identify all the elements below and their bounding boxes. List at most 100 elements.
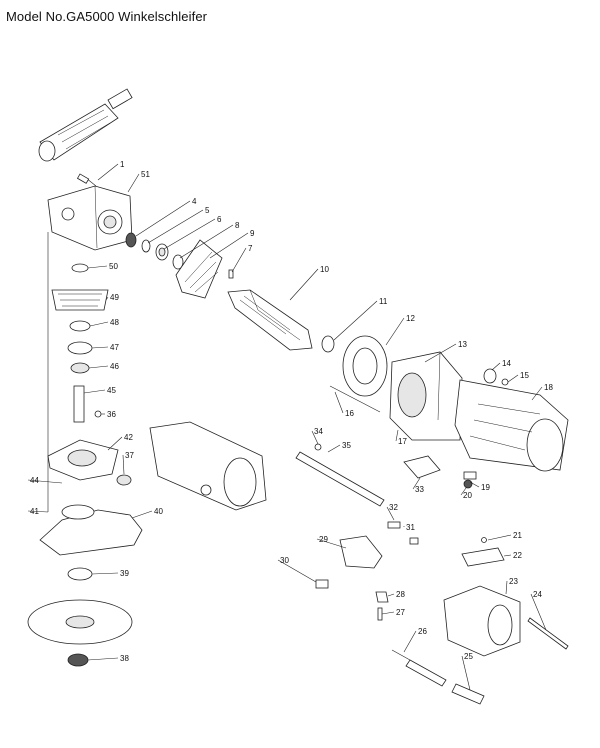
diagram-title: Model No.GA5000 Winkelschleifer [6, 9, 208, 24]
callout-leader-21 [487, 534, 512, 541]
part-number-39: 39 [120, 569, 129, 578]
part-number-30: 30 [280, 556, 289, 565]
callout-leader-37 [122, 454, 125, 475]
callout-leader-39 [91, 572, 119, 575]
callout-leader-5 [147, 209, 204, 244]
callout-leader-29 [316, 538, 347, 549]
part-number-15: 15 [520, 371, 529, 380]
wheel-guard [39, 504, 143, 556]
callout-leader-38 [87, 657, 119, 661]
callout-leader-46 [88, 365, 109, 369]
part-number-22: 22 [513, 551, 522, 560]
callout-leader-15 [507, 374, 519, 383]
part-number-33: 33 [415, 485, 424, 494]
callout-leader-9 [209, 232, 249, 259]
part-number-36: 36 [107, 410, 116, 419]
part-number-21: 21 [513, 531, 522, 540]
grinding-wheel [27, 599, 133, 645]
part-number-46: 46 [110, 362, 119, 371]
callout-leader-1 [97, 163, 119, 181]
callout-leader-23 [505, 580, 508, 595]
part-number-8: 8 [235, 221, 240, 230]
part-number-6: 6 [217, 215, 222, 224]
callout-leader-51 [127, 173, 140, 193]
part-number-7: 7 [248, 244, 253, 253]
part-number-20: 20 [463, 491, 472, 500]
callout-leader-4 [135, 200, 191, 237]
part-number-28: 28 [396, 590, 405, 599]
part-number-23: 23 [509, 577, 518, 586]
callout-leader-7 [231, 247, 247, 273]
part-number-18: 18 [544, 383, 553, 392]
gear-bearing-set [125, 232, 234, 299]
callout-leader-18 [531, 386, 543, 401]
side-handle [38, 88, 133, 162]
callout-leader-22 [503, 554, 512, 557]
rear-cover [443, 585, 521, 657]
callout-leader-35 [327, 444, 341, 453]
switch [403, 455, 441, 479]
part-number-45: 45 [107, 386, 116, 395]
callout-leader-44 [27, 479, 63, 484]
part-number-10: 10 [320, 265, 329, 274]
bearing-box [47, 439, 119, 481]
part-number-51: 51 [141, 170, 150, 179]
part-number-16: 16 [345, 409, 354, 418]
part-number-50: 50 [109, 262, 118, 271]
inner-flange [67, 567, 93, 581]
callout-leader-41 [27, 510, 49, 513]
part-number-44: 44 [30, 476, 39, 485]
part-number-13: 13 [458, 340, 467, 349]
brush-holder-assembly [315, 521, 419, 621]
callout-leader-13 [424, 343, 457, 363]
part-number-34: 34 [314, 427, 323, 436]
callout-leader-28 [387, 593, 395, 597]
part-number-19: 19 [481, 483, 490, 492]
part-number-29: 29 [319, 535, 328, 544]
callout-leader-40 [131, 510, 153, 519]
part-number-12: 12 [406, 314, 415, 323]
callout-leader-34 [311, 430, 319, 445]
callout-leader-12 [385, 317, 405, 346]
callout-leader-33 [412, 477, 421, 490]
part-number-17: 17 [398, 437, 407, 446]
part-number-48: 48 [110, 318, 119, 327]
part-number-32: 32 [389, 503, 398, 512]
callout-leader-19 [469, 481, 480, 488]
callout-leader-27 [381, 611, 395, 615]
part-number-40: 40 [154, 507, 163, 516]
callout-leader-16 [334, 391, 344, 414]
callout-leader-26 [403, 630, 417, 653]
part-number-14: 14 [502, 359, 511, 368]
motor-housing [454, 379, 569, 472]
lock-nut [67, 653, 89, 667]
callout-leader-24 [530, 593, 547, 631]
callout-leader-42 [107, 436, 123, 451]
callout-leader-50 [87, 265, 108, 269]
part-number-31: 31 [406, 523, 415, 532]
part-number-24: 24 [533, 590, 542, 599]
part-number-35: 35 [342, 441, 351, 450]
callout-leader-25 [461, 655, 471, 691]
part-number-41: 41 [30, 507, 39, 516]
part-number-25: 25 [464, 652, 473, 661]
stator-field [389, 351, 463, 441]
part-number-26: 26 [418, 627, 427, 636]
part-number-1: 1 [120, 160, 125, 169]
part-number-42: 42 [124, 433, 133, 442]
callout-leader-10 [289, 268, 319, 301]
part-number-9: 9 [250, 229, 255, 238]
part-number-47: 47 [110, 343, 119, 352]
callout-leader-17 [395, 429, 399, 442]
part-number-11: 11 [379, 297, 388, 306]
callout-leader-45 [83, 389, 106, 394]
callout-leader-32 [386, 506, 395, 521]
callout-leader-20 [460, 487, 467, 496]
part-callouts: 1514568971050494847464536111213141518161… [27, 160, 553, 691]
rear-cover-housing [149, 421, 267, 511]
callout-leader-48 [89, 321, 109, 327]
part-number-27: 27 [396, 608, 405, 617]
callout-leader-8 [179, 224, 234, 259]
callout-leader-47 [91, 346, 109, 349]
spindle-stack [51, 263, 109, 423]
